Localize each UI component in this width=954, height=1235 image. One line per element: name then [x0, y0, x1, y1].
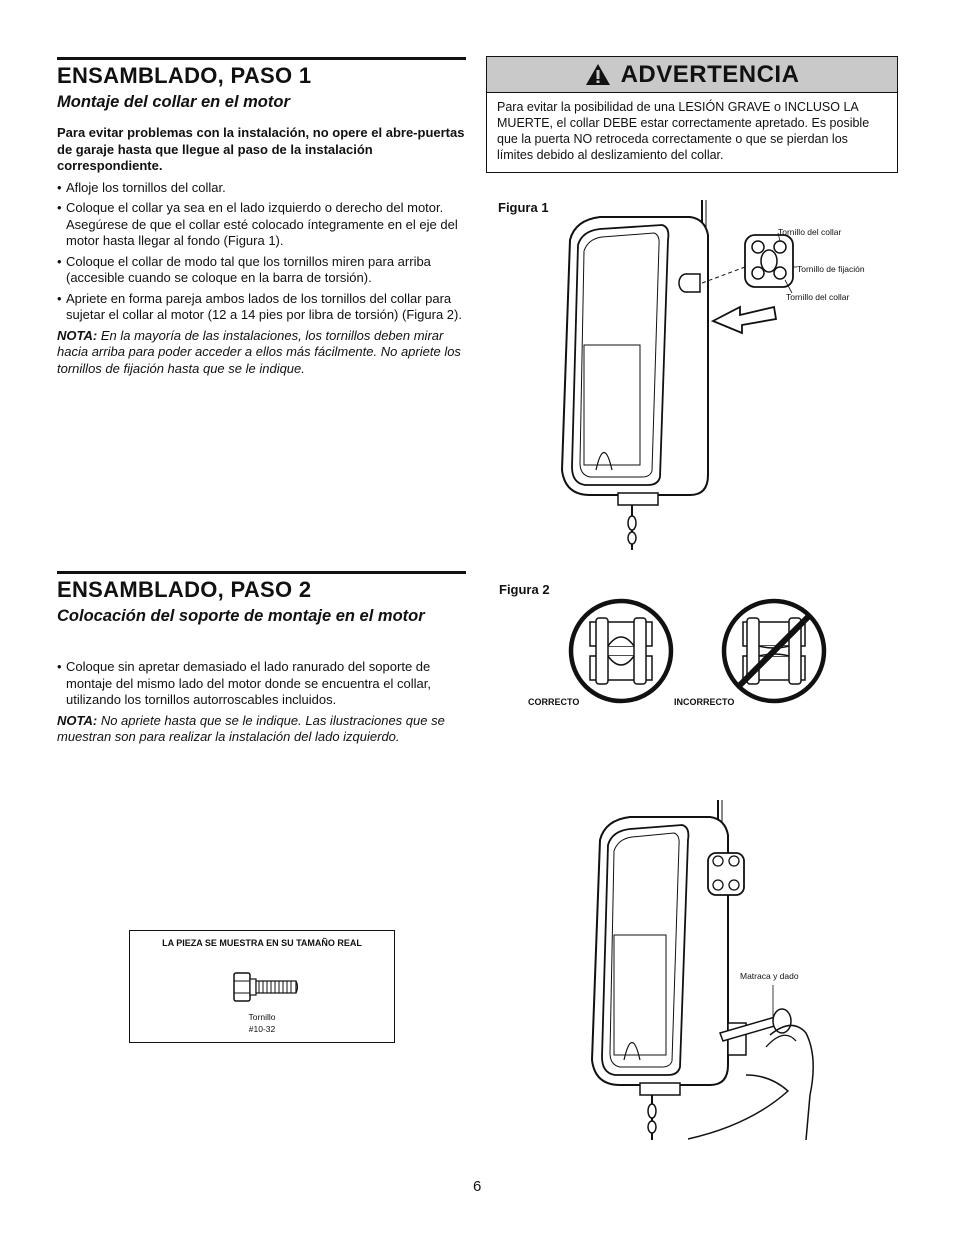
- callout-ratchet: Matraca y dado: [740, 971, 799, 981]
- step1-intro: Para evitar problemas con la instalación…: [57, 125, 465, 173]
- part-box: LA PIEZA SE MUESTRA EN SU TAMAÑO REAL To…: [129, 930, 395, 1043]
- callout-collar-screw-bottom: Tornillo del collar: [786, 292, 850, 302]
- list-item: Apriete en forma pareja ambos lados de l…: [57, 291, 467, 324]
- figure2-incorrect-graphic: [721, 598, 827, 704]
- list-item: Coloque sin apretar demasiado el lado ra…: [57, 659, 467, 709]
- figure2-incorrect-label: INCORRECTO: [674, 697, 735, 707]
- figure2-label: Figura 2: [499, 582, 550, 597]
- warning-triangle-icon: [585, 64, 610, 85]
- step1-note: NOTA: En la mayoría de las instalaciones…: [57, 328, 467, 378]
- step1-note-label: NOTA:: [57, 327, 98, 343]
- collar-graphic: [744, 234, 794, 288]
- list-item: Afloje los tornillos del collar.: [57, 180, 467, 197]
- callout-set-screw: Tornillo de fijación: [797, 264, 865, 274]
- figure1-illustration: [560, 200, 797, 550]
- step2-title: ENSAMBLADO, PASO 2: [57, 577, 312, 602]
- step1-title: ENSAMBLADO, PASO 1: [57, 63, 312, 88]
- warning-header: ADVERTENCIA: [487, 57, 897, 93]
- figure2-correct-graphic: [568, 598, 674, 704]
- step1-bullet-list: Afloje los tornillos del collar. Coloque…: [57, 180, 467, 324]
- step2-note-label: NOTA:: [57, 712, 98, 728]
- step2-bullet-list: Coloque sin apretar demasiado el lado ra…: [57, 659, 467, 709]
- figure1-label: Figura 1: [498, 200, 549, 215]
- figure3-illustration: [590, 800, 814, 1141]
- step2-subtitle: Colocación del soporte de montaje en el …: [57, 607, 425, 625]
- figure2-correct-label: CORRECTO: [528, 697, 580, 707]
- list-item: Coloque el collar ya sea en el lado izqu…: [57, 200, 467, 250]
- warning-box: ADVERTENCIA Para evitar la posibilidad d…: [486, 56, 898, 173]
- step2-note-text: No apriete hasta que se le indique. Las …: [57, 712, 445, 745]
- step2-rule: [57, 571, 466, 574]
- part-heading: LA PIEZA SE MUESTRA EN SU TAMAÑO REAL: [162, 938, 362, 948]
- warning-text: Para evitar la posibilidad de una LESIÓN…: [497, 100, 870, 162]
- step1-note-text: En la mayoría de las instalaciones, los …: [57, 327, 461, 376]
- callout-collar-screw-top: Tornillo del collar: [778, 227, 842, 237]
- warning-title: ADVERTENCIA: [620, 60, 800, 88]
- step2-note: NOTA: No apriete hasta que se le indique…: [57, 713, 467, 746]
- part-name: Tornillo: [248, 1012, 276, 1022]
- screw-graphic: [233, 972, 299, 1002]
- part-size: #10-32: [248, 1024, 276, 1034]
- step1-rule: [57, 57, 466, 60]
- step2-body: Coloque sin apretar demasiado el lado ra…: [57, 659, 467, 746]
- page-number: 6: [473, 1178, 482, 1195]
- step1-body: Para evitar problemas con la instalación…: [57, 125, 467, 377]
- step1-subtitle: Montaje del collar en el motor: [57, 93, 290, 111]
- list-item: Coloque el collar de modo tal que los to…: [57, 254, 467, 287]
